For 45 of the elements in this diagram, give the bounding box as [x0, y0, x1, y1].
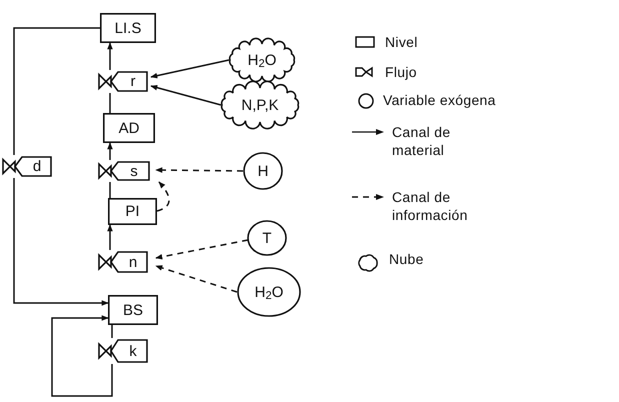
node-label: PI [125, 204, 140, 219]
legend-text: Nube [389, 250, 425, 268]
information-arrow [155, 265, 238, 293]
node-label: T [262, 230, 272, 246]
node-label: BS [122, 302, 143, 318]
material-line [109, 93, 111, 113]
flow-valve [98, 338, 148, 364]
flow-valve [98, 160, 150, 182]
material-arrow [150, 84, 222, 106]
material-arrow [107, 42, 113, 70]
node-label: H$_{2}$O [254, 284, 284, 300]
level-box [103, 113, 155, 143]
material-arrow [107, 142, 113, 160]
legend-text: Nivel [385, 33, 419, 51]
level-box [108, 295, 158, 325]
node-label: n [128, 254, 138, 270]
legend-text: Canal de información [392, 188, 469, 224]
cloud-shape [226, 40, 298, 80]
material-arrow [107, 224, 113, 250]
level-box [100, 13, 156, 43]
node-label: r [130, 74, 136, 89]
flow-valve [98, 70, 148, 93]
material-line [109, 182, 111, 198]
flow-valve [98, 250, 148, 274]
material-line [111, 325, 113, 338]
exogenous-circle [237, 267, 301, 317]
information-arrow [155, 239, 248, 260]
exogenous-circle [243, 152, 283, 190]
information-arrow [156, 181, 170, 212]
flow-valve [2, 155, 52, 178]
node-label: LI.S [114, 20, 142, 36]
level-box [108, 198, 157, 225]
node-label: AD [118, 120, 140, 136]
exogenous-circle [247, 220, 287, 256]
material-arrow [150, 59, 230, 78]
node-label: k [129, 344, 137, 358]
node-label: H$_{2}$O [248, 52, 276, 68]
information-arrow [155, 167, 243, 173]
node-label: H [258, 164, 268, 178]
legend-text: Variable exógena [383, 91, 497, 109]
material-arrow [13, 178, 109, 306]
node-label: d [32, 159, 42, 174]
node-label: s [130, 164, 138, 178]
legend-text: Canal de material [392, 123, 452, 159]
legend-text: Flujo [385, 63, 418, 81]
